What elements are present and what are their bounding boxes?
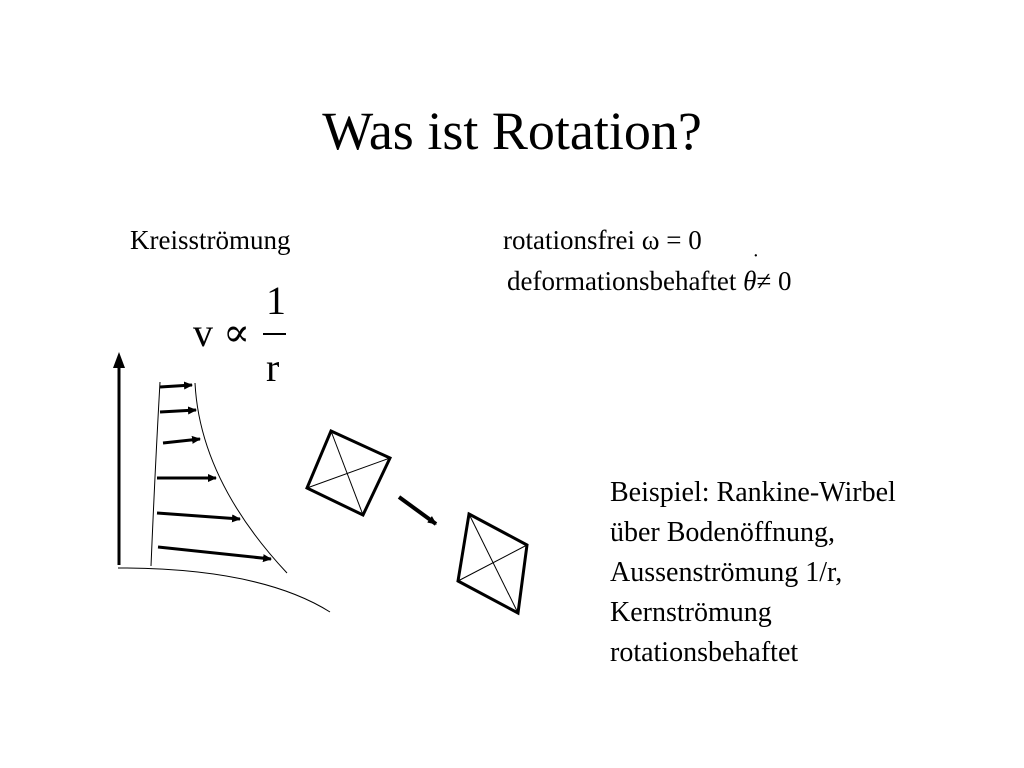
formula-fraction-bar bbox=[263, 333, 286, 335]
example-line: Kernströmung bbox=[610, 597, 772, 628]
velocity-arrow bbox=[159, 381, 193, 390]
irrotational-label: rotationsfrei ω = 0 bbox=[503, 225, 702, 255]
velocity-arrow bbox=[156, 511, 241, 523]
profile-base-line bbox=[150, 381, 161, 567]
example-text-block: Beispiel: Rankine-Wirbel über Bodenöffnu… bbox=[610, 473, 1010, 673]
vertical-axis-arrow bbox=[113, 352, 125, 565]
formula-denominator: r bbox=[266, 345, 280, 390]
example-line: rotationsbehaftet bbox=[610, 637, 799, 668]
circular-flow-label: Kreisströmung bbox=[130, 225, 291, 255]
example-line: Beispiel: Rankine-Wirbel bbox=[610, 477, 896, 508]
not-equal-zero: ≠ 0 bbox=[756, 266, 792, 296]
formula-numerator: 1 bbox=[266, 278, 286, 323]
motion-arrow bbox=[397, 495, 438, 526]
slide-title: Was ist Rotation? bbox=[322, 101, 702, 161]
formula-proportional-symbol: ∝ bbox=[223, 310, 251, 355]
fluid-element-deformed bbox=[456, 511, 529, 616]
deformation-text: deformationsbehaftet bbox=[507, 266, 744, 296]
velocity-arrows bbox=[156, 381, 272, 563]
formula-velocity: v bbox=[193, 310, 213, 355]
time-derivative-dot: ˙ bbox=[752, 249, 760, 274]
example-line: über Bodenöffnung, bbox=[610, 517, 835, 548]
theta-letter: θ bbox=[743, 266, 757, 296]
velocity-arrow bbox=[157, 545, 272, 563]
example-line: Aussenströmung 1/r, bbox=[610, 557, 843, 588]
velocity-arrow bbox=[162, 435, 201, 445]
wall-curve bbox=[117, 567, 331, 613]
deformation-label: deformationsbehaftet ˙θ≠ 0 bbox=[507, 249, 792, 297]
theta-dot-symbol: ˙θ bbox=[743, 249, 759, 297]
fluid-element-initial bbox=[305, 428, 393, 518]
velocity-arrow bbox=[159, 406, 197, 415]
velocity-profile-curve bbox=[194, 382, 288, 574]
